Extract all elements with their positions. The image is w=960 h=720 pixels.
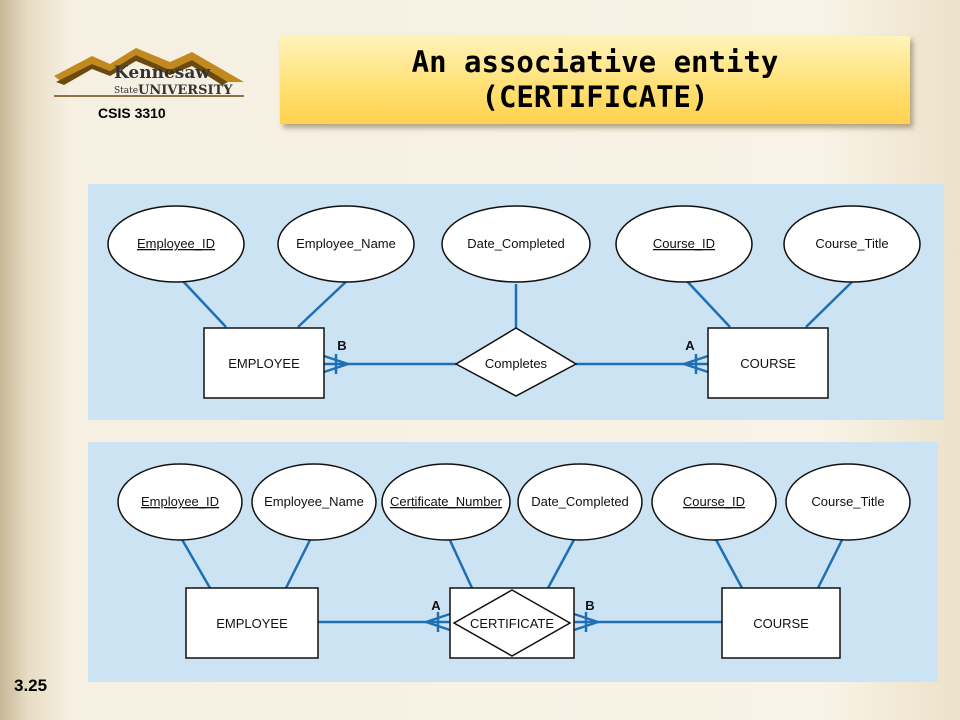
- attribute-course-id: [651, 463, 777, 541]
- attribute-label: Course_ID: [653, 236, 715, 251]
- attribute-course-title: [785, 463, 911, 541]
- attribute-employee-name: [251, 463, 377, 541]
- svg-text:UNIVERSITY: UNIVERSITY: [138, 83, 233, 98]
- entity-employee: [185, 587, 319, 659]
- cardinality-label: A: [431, 598, 441, 613]
- slide-title-box: An associative entity (CERTIFICATE): [280, 36, 910, 124]
- svg-text:Kennesaw: Kennesaw: [114, 63, 210, 83]
- entity-employee: [203, 327, 325, 399]
- attribute-certificate-number: [381, 463, 511, 541]
- attribute-label: Course_Title: [811, 494, 884, 509]
- relationship-label: Completes: [485, 356, 548, 371]
- attribute-course-title: [783, 205, 921, 283]
- attribute-date-completed: [517, 463, 643, 541]
- attribute-label: Employee_ID: [137, 236, 215, 251]
- entity-course: [707, 327, 829, 399]
- university-logo: Kennesaw State UNIVERSITY: [54, 48, 244, 98]
- entity-label: EMPLOYEE: [228, 356, 300, 371]
- attribute-employee-id: [117, 463, 243, 541]
- attribute-label: Date_Completed: [467, 236, 565, 251]
- attribute-label: Course_ID: [683, 494, 745, 509]
- attribute-date-completed: [441, 205, 591, 283]
- er-diagram-completes: Employee_ID Employee_Name Date_Completed…: [107, 205, 921, 399]
- attribute-employee-id: [107, 205, 245, 283]
- cardinality-label: B: [337, 338, 346, 353]
- er-diagram-certificate: Employee_ID Employee_Name Certificate_Nu…: [117, 463, 911, 659]
- relationship-completes: [454, 327, 578, 397]
- attribute-label: Employee_Name: [296, 236, 396, 251]
- entity-course: [721, 587, 841, 659]
- slide-number: 3.25: [14, 676, 48, 695]
- entity-label: EMPLOYEE: [216, 616, 288, 631]
- attribute-label: Employee_ID: [141, 494, 219, 509]
- course-code: CSIS 3310: [98, 105, 166, 121]
- entity-label: CERTIFICATE: [470, 616, 554, 631]
- diagram-panel-certificate: Employee_ID Employee_Name Certificate_Nu…: [88, 442, 938, 682]
- svg-text:State: State: [114, 86, 138, 96]
- diagram-panel-completes: Employee_ID Employee_Name Date_Completed…: [88, 184, 944, 420]
- title-line-1: An associative entity: [411, 45, 779, 80]
- entity-label: COURSE: [740, 356, 796, 371]
- associative-entity-diamond: [452, 589, 572, 657]
- attribute-employee-name: [277, 205, 415, 283]
- attribute-label: Date_Completed: [531, 494, 629, 509]
- attribute-label: Employee_Name: [264, 494, 364, 509]
- attribute-course-id: [615, 205, 753, 283]
- cardinality-label: B: [585, 598, 594, 613]
- cardinality-label: A: [685, 338, 695, 353]
- entity-label: COURSE: [753, 616, 809, 631]
- title-line-2: (CERTIFICATE): [481, 80, 709, 114]
- attribute-label: Course_Title: [815, 236, 888, 251]
- attribute-label: Certificate_Number: [390, 494, 503, 509]
